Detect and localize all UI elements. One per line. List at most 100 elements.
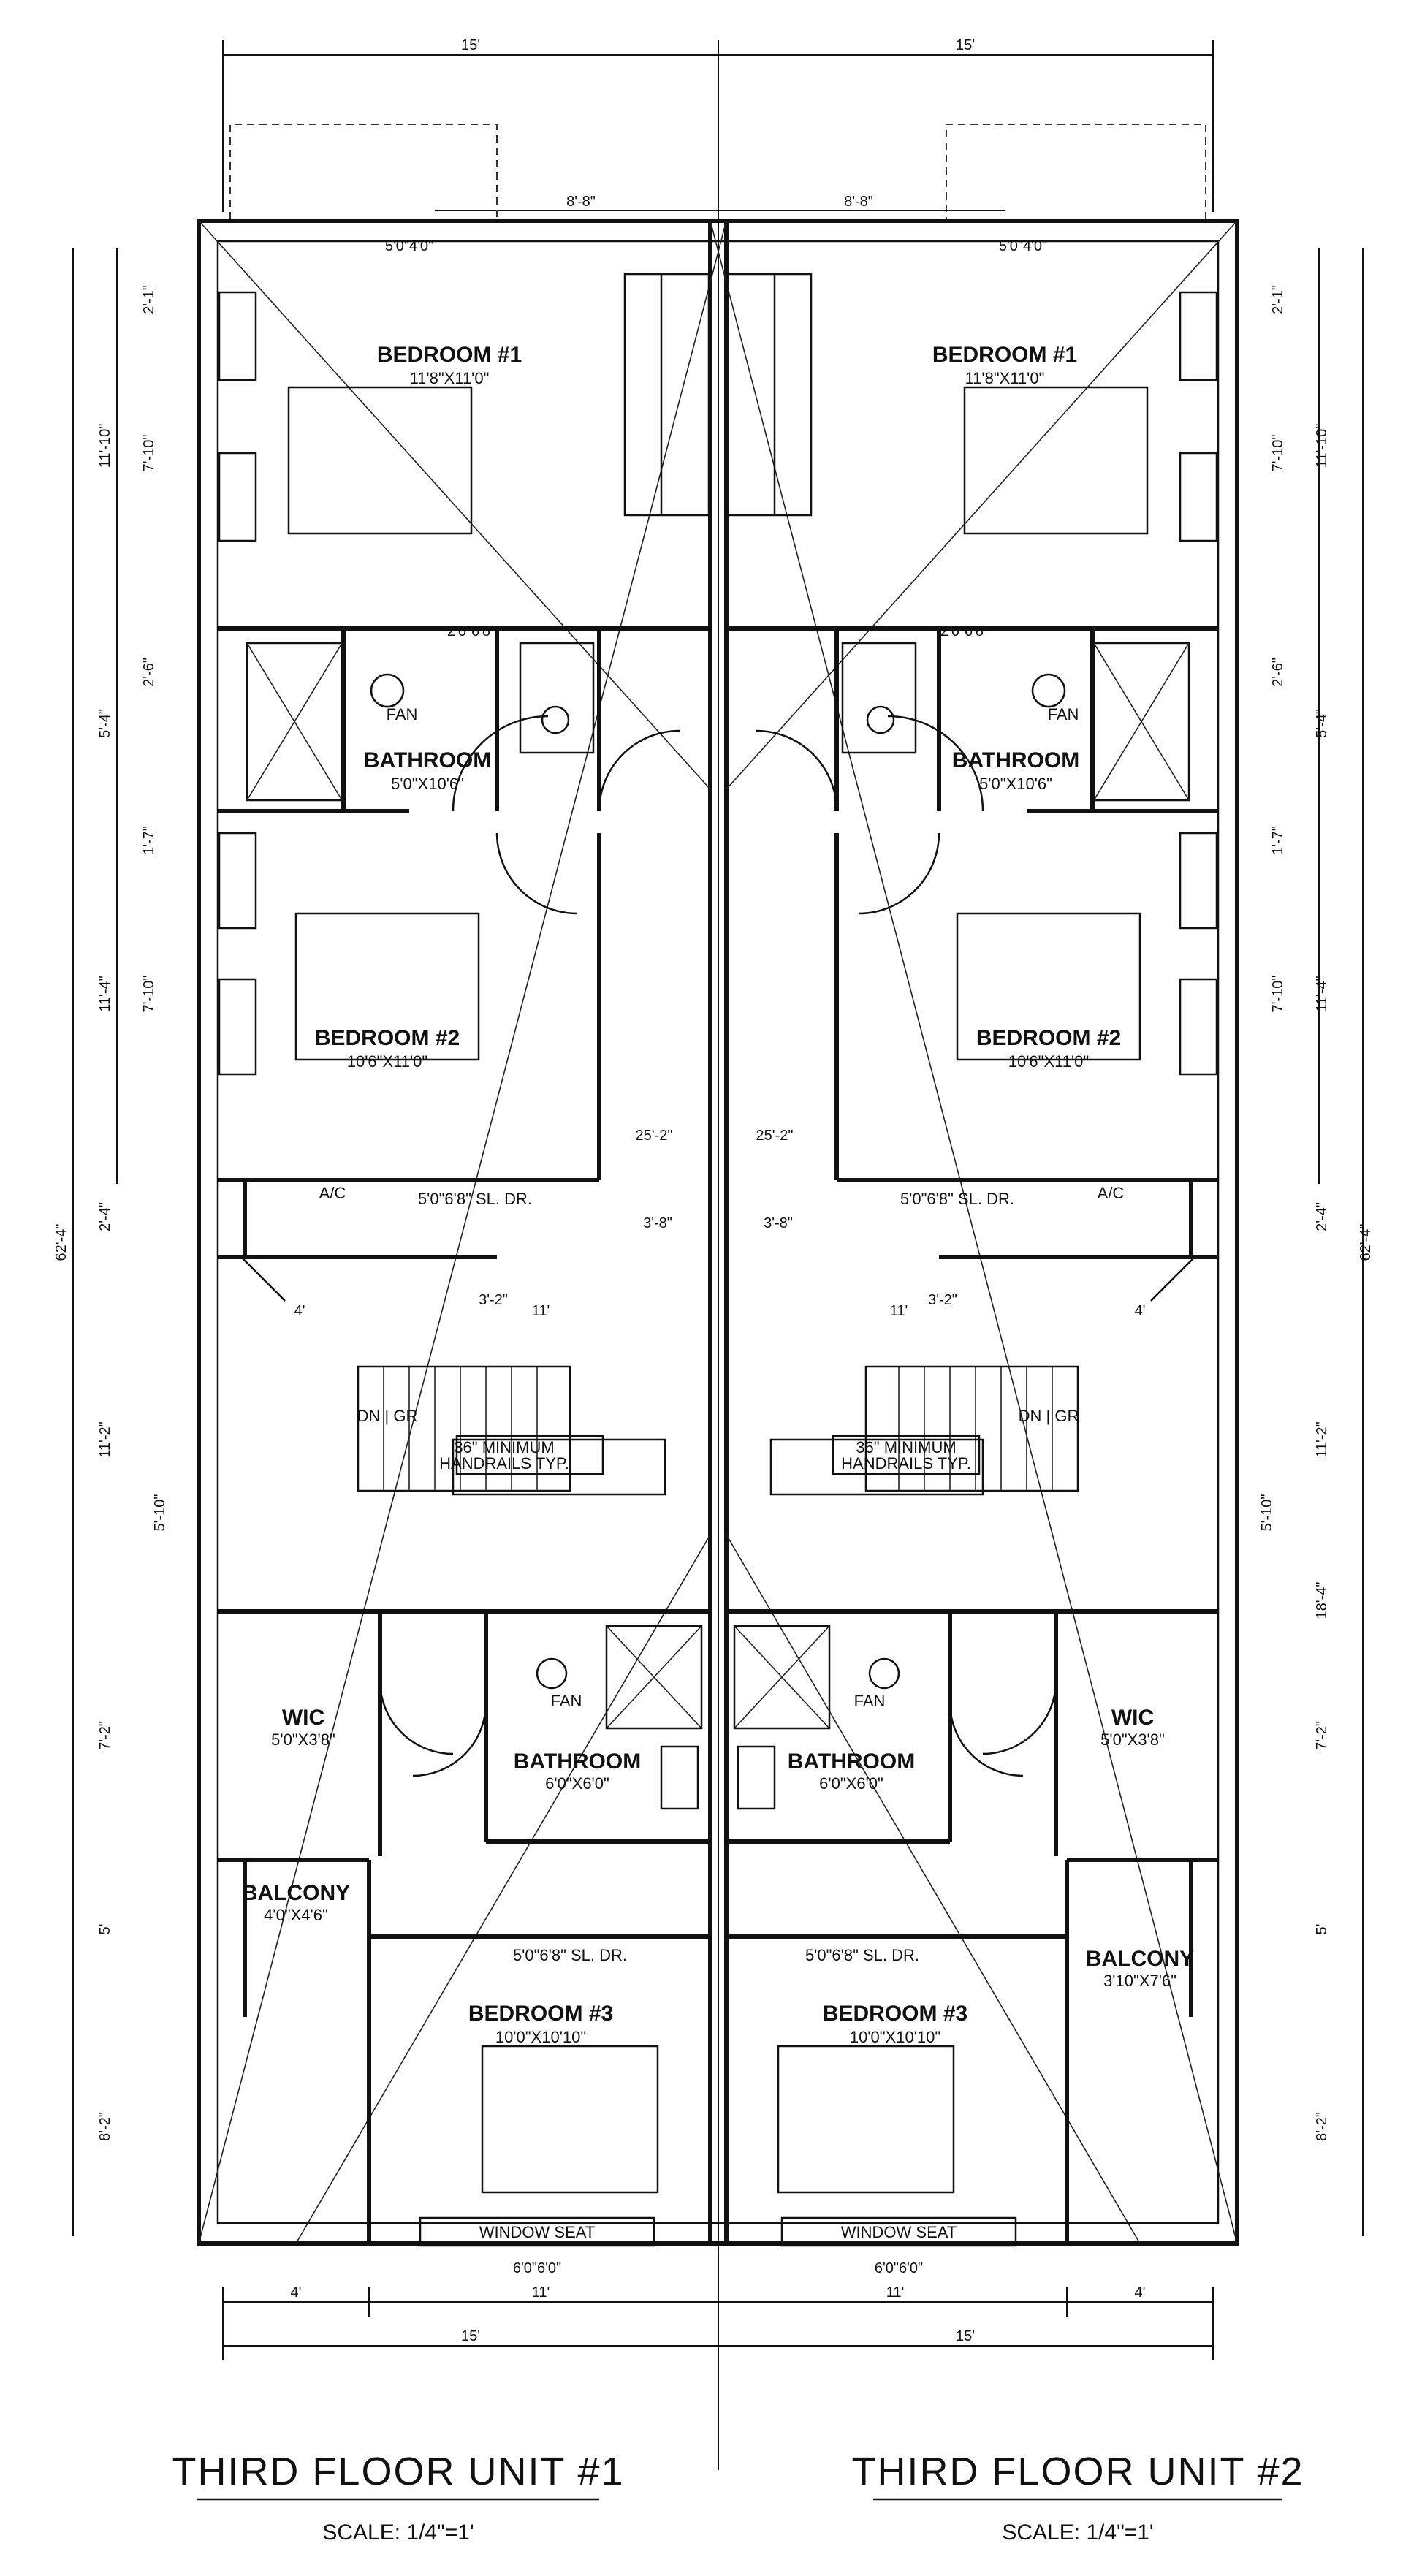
u2-balcony-name: BALCONY bbox=[1086, 1947, 1194, 1971]
u1-dim-9: 5'-10" bbox=[152, 1494, 168, 1532]
u1-dim-11: 7'-2" bbox=[97, 1721, 113, 1750]
u2-bath2-name: BATHROOM bbox=[788, 1749, 915, 1774]
u1-bath2-size: 6'0"X6'0" bbox=[545, 1774, 609, 1793]
u2-window-seat: WINDOW SEAT bbox=[841, 2223, 957, 2241]
u2-wic-name: WIC bbox=[1111, 1706, 1154, 1730]
u1-sl-dr-bot: 5'0"6'8" SL. DR. bbox=[513, 1946, 627, 1964]
u1-span-4: 4' bbox=[294, 1303, 305, 1319]
u1-dim-10: 11'-2" bbox=[97, 1421, 113, 1457]
side-dimensions bbox=[72, 248, 1364, 2236]
unit-1-title-block: THIRD FLOOR UNIT #1 SCALE: 1/4"=1' bbox=[172, 2450, 624, 2545]
u2-stair-note-2: HANDRAILS TYP. bbox=[841, 1454, 971, 1473]
u2-dim-2: 11'-10" bbox=[1314, 424, 1330, 468]
unit-1-side-dims: 2'-1" 7'-10" 11'-10" 2'-6" 5'-4" 1'-7" 7… bbox=[53, 285, 168, 2141]
unit-1-plan bbox=[218, 273, 710, 2247]
unit-2-title: THIRD FLOOR UNIT #2 bbox=[851, 2450, 1304, 2493]
u2-dim-5: 1'-7" bbox=[1270, 826, 1286, 855]
u2-bedroom3-name: BEDROOM #3 bbox=[823, 2002, 967, 2026]
u1-ac: A/C bbox=[319, 1184, 346, 1202]
u1-balcony-name: BALCONY bbox=[242, 1881, 350, 1905]
bottom-dimensions: 4' 11' 11' 4' 15' 15' bbox=[222, 2284, 1214, 2360]
u1-fan-1: FAN bbox=[387, 705, 418, 723]
u2-dim-1: 7'-10" bbox=[1270, 435, 1286, 472]
top-dimensions: 15' 15' 8'-8" 8'-8" bbox=[222, 37, 1214, 2470]
building-outline bbox=[197, 219, 1239, 2246]
top-width-left: 15' bbox=[461, 37, 480, 53]
u1-dim-3: 2'-6" bbox=[141, 658, 157, 687]
u2-hall-len: 25'-2" bbox=[756, 1128, 794, 1144]
u1-door-small: 2'6"6'8" bbox=[447, 623, 495, 639]
u1-wic-name: WIC bbox=[282, 1706, 324, 1730]
u2-ac: A/C bbox=[1098, 1184, 1125, 1202]
u1-span-11: 11' bbox=[532, 1303, 550, 1319]
u2-sl-dr-bot: 5'0"6'8" SL. DR. bbox=[805, 1946, 919, 1964]
u1-wic-size: 5'0"X3'8" bbox=[271, 1730, 335, 1749]
u2-dim-7: 11'-4" bbox=[1314, 976, 1330, 1011]
u1-dim-2: 11'-10" bbox=[97, 424, 113, 468]
u2-balcony-size: 3'10"X7'6" bbox=[1103, 1972, 1176, 1990]
u2-span-3-2: 3'-2" bbox=[928, 1292, 957, 1308]
u1-door-top: 5'0"4'0" bbox=[385, 238, 433, 254]
u1-dim-12: 5' bbox=[97, 1924, 113, 1935]
bottom-right-b: 4' bbox=[1135, 2284, 1146, 2300]
u1-bedroom2-name: BEDROOM #2 bbox=[315, 1026, 460, 1050]
u2-fan-2: FAN bbox=[854, 1692, 886, 1710]
u1-bath1-name: BATHROOM bbox=[364, 748, 491, 772]
u2-span-11: 11' bbox=[890, 1303, 908, 1319]
u2-bedroom2-name: BEDROOM #2 bbox=[976, 1026, 1121, 1050]
u1-dim-0: 2'-1" bbox=[141, 285, 157, 314]
u1-bedroom2-size: 10'6"X11'0" bbox=[347, 1052, 427, 1071]
unit-2-title-block: THIRD FLOOR UNIT #2 SCALE: 1/4"=1' bbox=[851, 2450, 1304, 2545]
u1-bedroom3-name: BEDROOM #3 bbox=[468, 2002, 613, 2026]
u2-wic-size: 5'0"X3'8" bbox=[1100, 1730, 1165, 1749]
u2-dim-11: 7'-2" bbox=[1314, 1721, 1330, 1750]
u2-dim-15: 18'-4" bbox=[1314, 1582, 1330, 1619]
unit-2-plan bbox=[726, 273, 1218, 2247]
u1-span-3-2: 3'-2" bbox=[479, 1292, 508, 1308]
unit-2-side-dims: 2'-1" 7'-10" 11'-10" 2'-6" 5'-4" 1'-7" 7… bbox=[1259, 285, 1374, 2141]
unit-1-labels: BEDROOM #1 11'8"X11'0" BATHROOM 5'0"X10'… bbox=[242, 238, 673, 2276]
u2-hall-w: 3'-8" bbox=[764, 1215, 793, 1231]
u2-dim-13: 8'-2" bbox=[1314, 2112, 1330, 2141]
u2-dim-9: 5'-10" bbox=[1259, 1494, 1275, 1532]
bottom-right-a: 11' bbox=[886, 2284, 905, 2300]
u1-sl-dr-top: 5'0"6'8" SL. DR. bbox=[418, 1190, 532, 1208]
u2-bedroom3-size: 10'0"X10'10" bbox=[850, 2028, 940, 2046]
u1-dim-8: 2'-4" bbox=[97, 1202, 113, 1231]
u1-dim-6: 7'-10" bbox=[141, 976, 157, 1013]
bottom-total-right: 15' bbox=[956, 2328, 975, 2344]
u1-dim-5: 1'-7" bbox=[141, 826, 157, 855]
u1-stair-dir: DN | GR bbox=[357, 1407, 418, 1425]
u2-dim-10: 11'-2" bbox=[1314, 1421, 1330, 1457]
u1-hall-w: 3'-8" bbox=[643, 1215, 672, 1231]
u2-dim-4: 5'-4" bbox=[1314, 709, 1330, 738]
u2-bath1-name: BATHROOM bbox=[952, 748, 1079, 772]
u2-dim-3: 2'-6" bbox=[1270, 658, 1286, 687]
unit-1-scale: SCALE: 1/4"=1' bbox=[322, 2520, 474, 2545]
u1-bedroom1-name: BEDROOM #1 bbox=[377, 343, 522, 367]
u1-bedroom3-size: 10'0"X10'10" bbox=[495, 2028, 586, 2046]
unit-1-title: THIRD FLOOR UNIT #1 bbox=[172, 2450, 624, 2493]
u2-door-bottom: 6'0"6'0" bbox=[875, 2260, 923, 2276]
bottom-total-left: 15' bbox=[461, 2328, 480, 2344]
u2-bath1-size: 5'0"X10'6" bbox=[979, 775, 1052, 793]
u2-door-small: 2'6"6'8" bbox=[940, 623, 989, 639]
u1-dim-7: 11'-4" bbox=[97, 976, 113, 1011]
u2-dim-8: 2'-4" bbox=[1314, 1202, 1330, 1231]
u2-bedroom1-size: 11'8"X11'0" bbox=[965, 369, 1045, 387]
top-inner-right: 8'-8" bbox=[844, 194, 873, 210]
top-width-right: 15' bbox=[956, 37, 975, 53]
u2-bath2-size: 6'0"X6'0" bbox=[819, 1774, 883, 1793]
u1-balcony-size: 4'0"X4'6" bbox=[264, 1906, 328, 1924]
u1-hall-len: 25'-2" bbox=[636, 1128, 673, 1144]
u1-dim-13: 8'-2" bbox=[97, 2112, 113, 2141]
u1-stair-note-1: 36" MINIMUM bbox=[454, 1438, 554, 1456]
u1-dim-4: 5'-4" bbox=[97, 709, 113, 738]
u2-dim-0: 2'-1" bbox=[1270, 285, 1286, 314]
u2-door-top: 5'0"4'0" bbox=[999, 238, 1047, 254]
bottom-left-b: 11' bbox=[532, 2284, 550, 2300]
u2-stair-dir: DN | GR bbox=[1019, 1407, 1079, 1425]
u1-door-bottom: 6'0"6'0" bbox=[513, 2260, 561, 2276]
u1-bath1-size: 5'0"X10'6" bbox=[391, 775, 464, 793]
u2-dim-6: 7'-10" bbox=[1270, 976, 1286, 1013]
